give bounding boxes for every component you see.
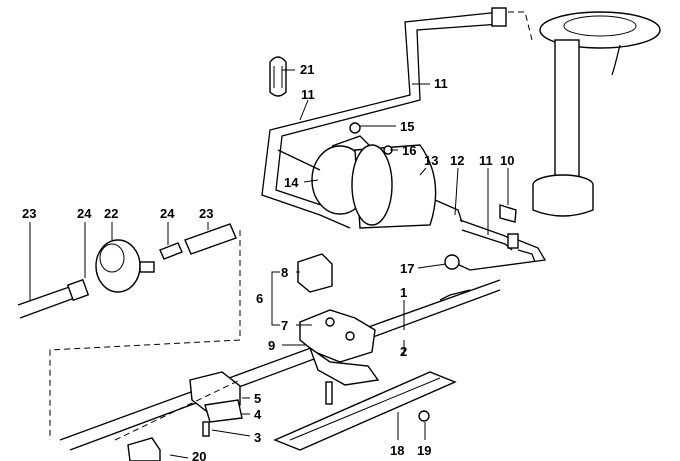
callout-12: 12 <box>450 153 464 168</box>
fuel-pump-sender-unit <box>498 11 661 217</box>
heat-shield <box>273 371 457 451</box>
callout-1: 1 <box>400 285 407 300</box>
callout-23-left: 23 <box>22 206 36 221</box>
clip-20 <box>127 437 161 461</box>
callout-16: 16 <box>402 143 416 158</box>
callout-13: 13 <box>424 153 438 168</box>
callout-9: 9 <box>268 338 275 353</box>
fuel-hose-filter-outlet <box>444 204 547 271</box>
fuel-hose-upper <box>261 7 507 229</box>
callout-10: 10 <box>500 153 514 168</box>
callout-24-left: 24 <box>77 206 92 221</box>
callout-19: 19 <box>417 443 431 458</box>
callout-6: 6 <box>256 291 263 306</box>
line-bracket-lower <box>114 371 243 441</box>
fuel-lines-main <box>59 279 501 451</box>
callout-24-right: 24 <box>160 206 175 221</box>
callout-7: 7 <box>281 318 288 333</box>
callout-11-right: 11 <box>479 153 493 168</box>
leader-lines <box>29 69 509 459</box>
callout-11-top: 11 <box>434 76 448 91</box>
callout-labels: 1 2 3 4 5 6 7 8 9 10 11 11 11 12 13 14 1… <box>22 62 514 461</box>
callout-22: 22 <box>104 206 118 221</box>
callout-11-left: 11 <box>301 87 315 102</box>
callout-3: 3 <box>254 430 261 445</box>
hose-clip-21 <box>269 56 287 97</box>
callout-17: 17 <box>400 261 414 276</box>
callout-15: 15 <box>400 119 414 134</box>
callout-23-right: 23 <box>199 206 213 221</box>
left-filter-assembly <box>17 223 241 440</box>
callout-14: 14 <box>284 175 299 190</box>
line-bracket-upper <box>297 253 380 405</box>
fuel-filter <box>277 122 463 229</box>
callout-5: 5 <box>254 391 261 406</box>
callout-2: 2 <box>400 344 407 359</box>
callout-20: 20 <box>192 449 206 461</box>
callout-4: 4 <box>254 407 262 422</box>
callout-18: 18 <box>390 443 404 458</box>
callout-21: 21 <box>300 62 314 77</box>
callout-8: 8 <box>281 265 288 280</box>
